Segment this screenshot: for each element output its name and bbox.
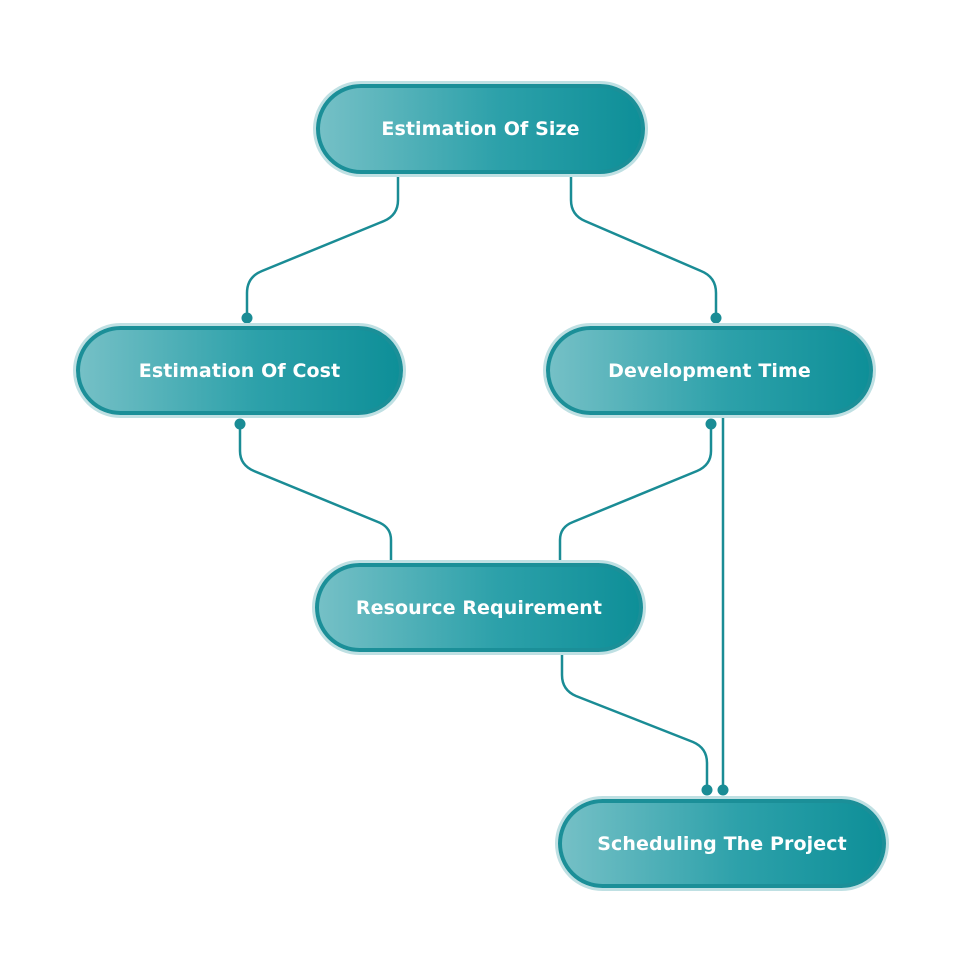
- edge-resource-to-schedule: [560, 652, 709, 792]
- connector-dot-time-top: [710, 312, 722, 324]
- node-estimation-of-size: Estimation Of Size: [316, 84, 645, 174]
- node-label: Development Time: [608, 359, 811, 382]
- node-label: Estimation Of Size: [381, 118, 580, 140]
- edge-size-to-time: [569, 174, 718, 320]
- node-estimation-of-cost: Estimation Of Cost: [76, 326, 403, 415]
- edge-size-to-cost: [245, 174, 400, 320]
- connector-dot-cost-top: [241, 312, 253, 324]
- connector-dot-schedule-left: [701, 784, 713, 796]
- edge-resource-to-cost: [238, 422, 393, 563]
- node-resource-requirement: Resource Requirement: [315, 563, 643, 652]
- connector-dot-time-bottom: [705, 418, 717, 430]
- node-label: Resource Requirement: [355, 596, 603, 619]
- node-label: Estimation Of Cost: [138, 359, 341, 382]
- connector-dot-cost-bottom: [234, 418, 246, 430]
- edge-resource-to-time: [558, 422, 713, 563]
- node-label: Scheduling The Project: [597, 832, 847, 855]
- node-scheduling-the-project: Scheduling The Project: [558, 799, 886, 888]
- connector-dot-schedule-right: [717, 784, 729, 796]
- node-development-time: Development Time: [546, 326, 873, 415]
